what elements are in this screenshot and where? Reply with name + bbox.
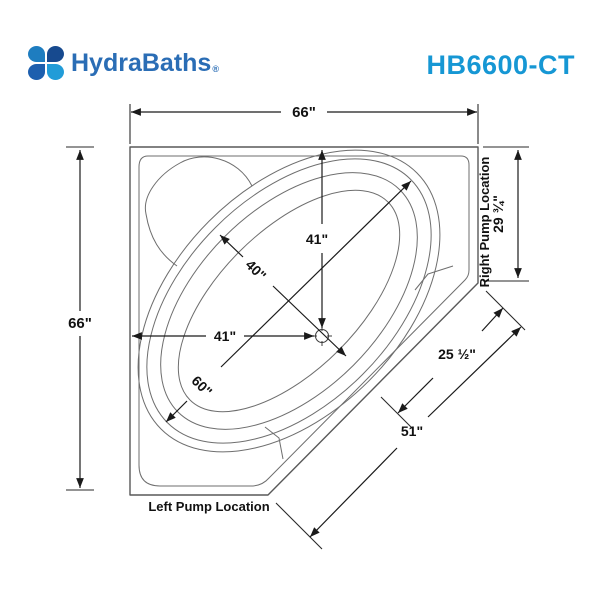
dim-overall-width: 66" bbox=[129, 104, 479, 144]
dimension-annotations: 66" 66" 29 ¾" Right Pump Location 41" 41… bbox=[66, 104, 529, 550]
dim-overall-depth-label: 66" bbox=[68, 315, 92, 332]
headrest-lobe bbox=[144, 156, 253, 267]
brand-name: HydraBaths® bbox=[71, 49, 219, 77]
dim-well-width: 40" bbox=[219, 234, 347, 357]
logo-petal-bottom-right-icon bbox=[47, 64, 64, 80]
dim-well-width-label: 40" bbox=[242, 256, 269, 283]
drain-center-marks bbox=[312, 326, 332, 346]
hydrabaths-logo-icon bbox=[28, 46, 64, 81]
extension-line bbox=[275, 290, 526, 550]
hydrabaths-logo: HydraBaths® bbox=[28, 46, 219, 81]
extension-line bbox=[380, 396, 414, 430]
dimension-arrow bbox=[309, 447, 398, 538]
right-pump-location-label: Right Pump Location bbox=[477, 157, 492, 288]
dimension-arrow bbox=[427, 326, 522, 418]
dim-right-side: 29 ¾" bbox=[483, 146, 529, 282]
rim-step-bottom bbox=[264, 426, 284, 460]
dim-front-center: 25 ½" bbox=[380, 307, 504, 430]
dim-well-length-label: 60" bbox=[188, 372, 215, 399]
dim-center-from-left-label: 41" bbox=[214, 328, 236, 344]
extension-line bbox=[483, 146, 529, 282]
dimension-arrow bbox=[219, 234, 244, 258]
logo-petal-bottom-left-icon bbox=[28, 64, 45, 80]
dim-right-side-label: 29 ¾" bbox=[490, 195, 506, 233]
logo-petal-top-left-icon bbox=[28, 46, 45, 62]
dim-overall-width-label: 66" bbox=[292, 104, 316, 121]
extension-line bbox=[129, 104, 479, 144]
model-number: HB6600-CT bbox=[426, 50, 575, 80]
drain-circle bbox=[315, 329, 329, 343]
dimension-arrow bbox=[272, 285, 347, 357]
dim-overall-depth: 66" bbox=[66, 146, 94, 491]
dimension-arrow bbox=[397, 377, 434, 414]
rim-step-right bbox=[414, 265, 454, 291]
left-pump-location-label: Left Pump Location bbox=[148, 499, 269, 514]
tub-outer-edge bbox=[129, 146, 479, 496]
dimension-arrow bbox=[220, 180, 412, 368]
extension-line bbox=[66, 146, 94, 491]
well-rim-mid bbox=[146, 158, 432, 444]
drain-icon bbox=[312, 326, 332, 346]
dim-center-from-top: 41" bbox=[306, 150, 328, 328]
registered-trademark-symbol: ® bbox=[212, 64, 219, 74]
dimension-arrow bbox=[165, 400, 188, 423]
dim-front-center-label: 25 ½" bbox=[438, 346, 476, 362]
dimension-arrow bbox=[481, 307, 504, 332]
dim-center-from-top-label: 41" bbox=[306, 231, 328, 247]
dim-well-length: 60" bbox=[165, 180, 412, 423]
brand-name-text: HydraBaths bbox=[71, 49, 212, 77]
tub-deck-rim bbox=[138, 155, 470, 487]
well-rim-outer bbox=[137, 149, 441, 453]
dim-center-from-left: 41" bbox=[132, 328, 314, 344]
dim-front-face: 51" bbox=[275, 290, 526, 550]
dim-front-face-label: 51" bbox=[401, 423, 423, 439]
logo-petal-top-right-icon bbox=[47, 46, 64, 62]
